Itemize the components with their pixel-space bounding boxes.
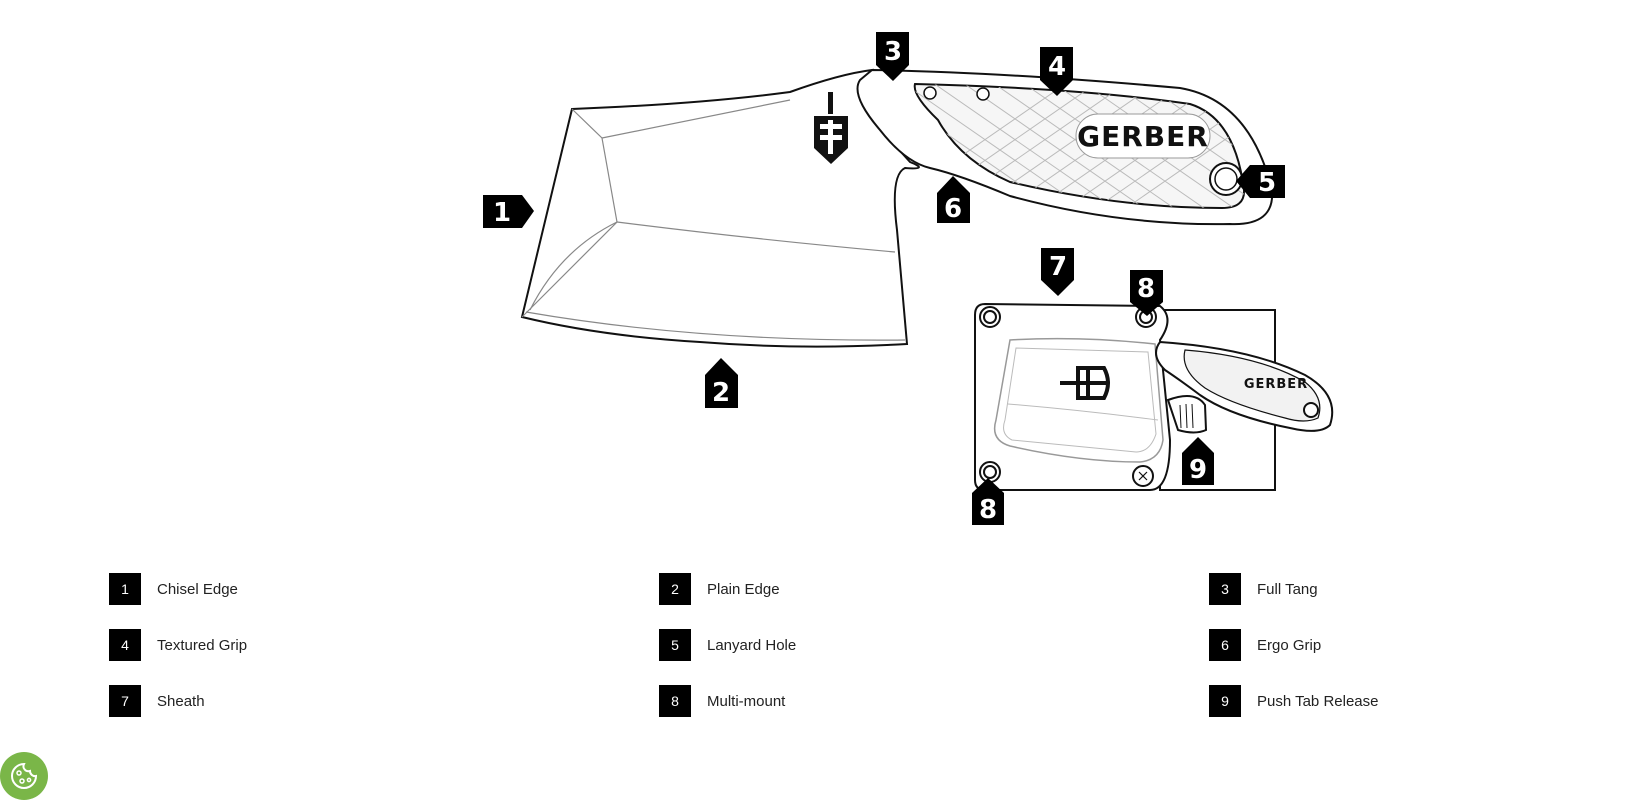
legend-item: 7 Sheath — [109, 684, 205, 718]
sheathed-handle — [1155, 340, 1334, 434]
legend-label: Push Tab Release — [1257, 692, 1379, 710]
legend-label: Lanyard Hole — [707, 636, 797, 654]
legend-item: 8 Multi-mount — [659, 684, 785, 718]
legend-number: 4 — [109, 629, 141, 661]
svg-text:7: 7 — [1049, 252, 1067, 282]
legend-label: Plain Edge — [707, 580, 780, 598]
svg-text:GERBER: GERBER — [1244, 377, 1308, 392]
knife-diagram: GERBER GERBER 1 — [483, 32, 1334, 525]
callout-8-bottom: 8 — [972, 478, 1004, 525]
gerber-sheath-logo — [1060, 366, 1110, 400]
legend-number: 8 — [659, 685, 691, 717]
legend-item: 6 Ergo Grip — [1209, 628, 1321, 662]
legend-number: 6 — [1209, 629, 1241, 661]
legend-number: 1 — [109, 573, 141, 605]
svg-text:6: 6 — [944, 194, 962, 224]
callout-1: 1 — [483, 195, 534, 228]
handle-rivets — [923, 86, 990, 101]
callout-4: 4 — [1040, 47, 1073, 96]
svg-text:3: 3 — [884, 37, 902, 67]
cookie-icon — [11, 762, 38, 789]
legend-number: 3 — [1209, 573, 1241, 605]
legend-label: Textured Grip — [157, 636, 248, 654]
svg-text:5: 5 — [1258, 168, 1276, 198]
sheath-brand: GERBER — [1244, 377, 1308, 392]
callout-5: 5 — [1236, 165, 1285, 198]
svg-text:1: 1 — [493, 198, 511, 228]
legend-label: Multi-mount — [707, 692, 786, 710]
lanyard-hole — [1209, 162, 1243, 196]
legend-label: Full Tang — [1257, 580, 1318, 598]
svg-text:4: 4 — [1048, 52, 1066, 82]
callout-9: 9 — [1182, 437, 1214, 485]
legend-label: Sheath — [157, 692, 205, 710]
legend-item: 2 Plain Edge — [659, 572, 780, 606]
legend-number: 9 — [1209, 685, 1241, 717]
knife-blade — [520, 68, 920, 348]
legend-label: Chisel Edge — [157, 580, 238, 598]
gerber-blade-logo — [814, 92, 848, 164]
callout-2: 2 — [705, 358, 738, 408]
legend-item: 5 Lanyard Hole — [659, 628, 796, 662]
svg-text:GERBER: GERBER — [1077, 120, 1209, 153]
svg-text:8: 8 — [1137, 274, 1155, 304]
svg-text:2: 2 — [712, 378, 730, 408]
callout-8-top: 8 — [1130, 270, 1163, 316]
cookie-settings-button[interactable] — [0, 752, 48, 800]
svg-text:9: 9 — [1189, 455, 1207, 485]
legend-item: 4 Textured Grip — [109, 628, 247, 662]
legend-item: 9 Push Tab Release — [1209, 684, 1378, 718]
handle-brand-badge: GERBER — [1075, 113, 1211, 159]
legend-number: 7 — [109, 685, 141, 717]
legend-item: 1 Chisel Edge — [109, 572, 238, 606]
svg-text:8: 8 — [979, 495, 997, 525]
legend-item: 3 Full Tang — [1209, 572, 1318, 606]
callout-7: 7 — [1041, 248, 1074, 296]
callout-3: 3 — [876, 32, 909, 81]
legend-number: 5 — [659, 629, 691, 661]
legend-label: Ergo Grip — [1257, 636, 1322, 654]
legend-number: 2 — [659, 573, 691, 605]
callout-6: 6 — [937, 176, 970, 224]
